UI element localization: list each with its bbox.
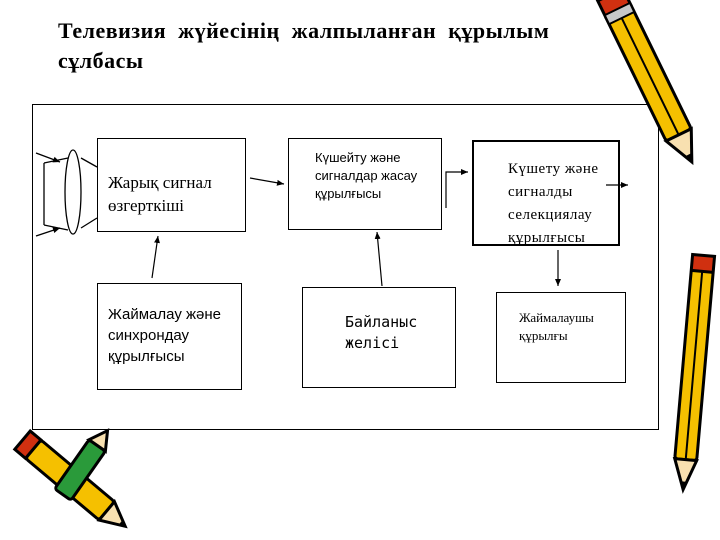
- arrow-converter-to-amplifier: [249, 177, 285, 186]
- arrow-amplifier-to-selector: [445, 169, 468, 208]
- lens-icon: [35, 149, 98, 237]
- page-title: Телевизия жүйесінің жалпыланған құрылым …: [58, 18, 550, 73]
- amplifier-generator-label: Күшейту және сигналдар жасау құрылғысы: [315, 150, 418, 201]
- scan-device-block: Жаймалаушы құрылғы: [496, 292, 626, 383]
- scan-device-label: Жаймалаушы құрылғы: [519, 310, 594, 343]
- light-signal-converter-label: Жарық сигнал өзгерткіші: [108, 173, 212, 215]
- arrow-link-to-amplifier: [374, 231, 383, 287]
- amplifier-generator-block: Күшейту және сигналдар жасау құрылғысы: [288, 138, 442, 230]
- communication-line-label: Байланыс желісі: [345, 313, 418, 352]
- pencil-icon: [672, 252, 717, 494]
- arrow-scan-to-converter: [151, 235, 160, 279]
- pencil-icon: [595, 0, 694, 166]
- amplifier-selector-label: Күшету және сигналды селекциялау құрылғы…: [508, 161, 599, 246]
- diagram-frame: [32, 104, 659, 430]
- light-signal-converter-block: Жарық сигнал өзгерткіші: [97, 138, 246, 232]
- amplifier-selector-block: Күшету және сигналды селекциялау құрылғы…: [472, 140, 620, 246]
- communication-line-block: Байланыс желісі: [302, 287, 456, 388]
- scan-sync-device-block: Жаймалау және синхрондау құрылғысы: [97, 283, 242, 390]
- scan-sync-device-label: Жаймалау және синхрондау құрылғысы: [108, 306, 221, 365]
